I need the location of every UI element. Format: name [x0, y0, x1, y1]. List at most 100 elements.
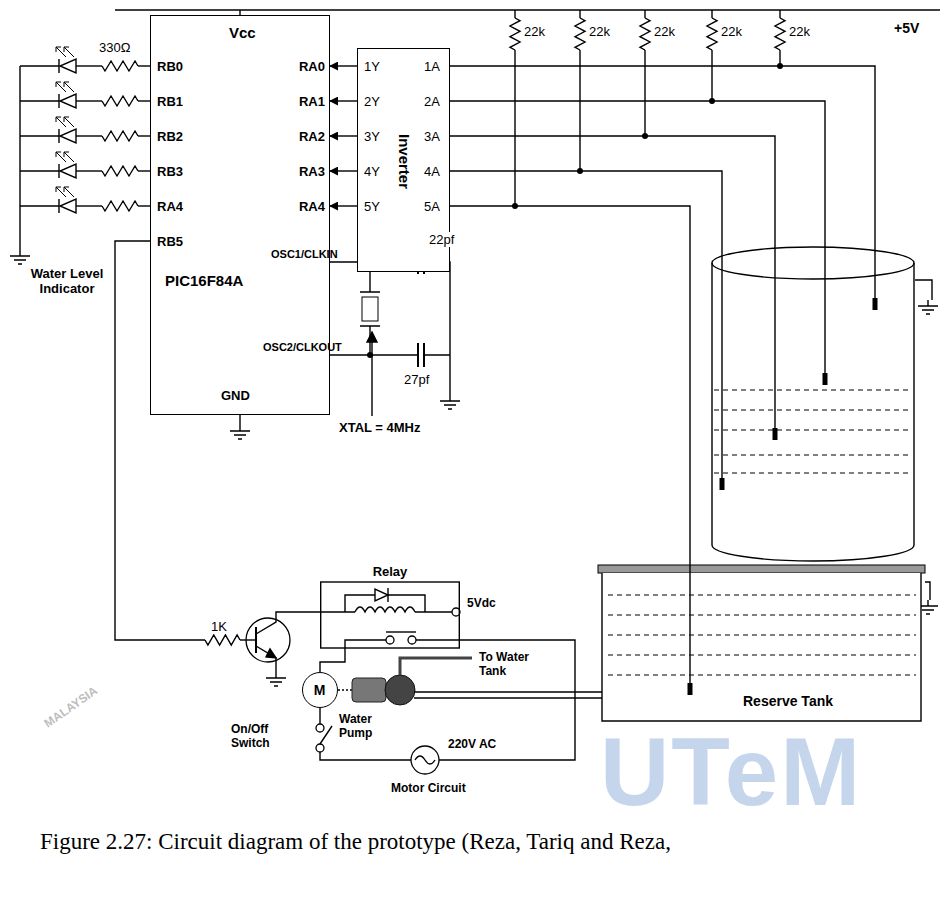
wire [256, 646, 276, 672]
signal-wire [450, 136, 775, 245]
wire [20, 65, 59, 66]
wire [138, 65, 150, 66]
signal-wire [330, 205, 357, 206]
signal-wire [450, 171, 722, 245]
pin-name: 2Y [364, 94, 380, 109]
resistor-value: 22k [588, 24, 611, 39]
shape [712, 247, 914, 279]
group-label: Water Level Indicator [22, 266, 112, 296]
resistor-symbol [102, 166, 138, 176]
wire [20, 205, 59, 206]
diode-symbol [387, 588, 388, 602]
wire [20, 135, 59, 136]
diode-symbol [375, 589, 388, 601]
resistor-symbol [205, 635, 240, 645]
pin-name: 1A [424, 59, 440, 74]
wire [76, 205, 102, 206]
motor-letter: M [303, 682, 336, 698]
ground-symbol [230, 425, 250, 439]
shape [688, 683, 693, 695]
relay-contact [386, 631, 416, 632]
shape [602, 573, 921, 721]
pin-name: 3Y [364, 129, 380, 144]
wire [256, 612, 355, 634]
wire [76, 65, 102, 66]
circuit-label: Motor Circuit [390, 781, 467, 795]
pin-name: RB5 [157, 234, 183, 249]
led-light-arrow [64, 82, 74, 92]
wire [20, 170, 59, 171]
reserve-tank: Reserve Tank [598, 565, 925, 722]
switch-terminal [316, 744, 324, 752]
wire [20, 100, 59, 101]
capacitor-value: 22pf [428, 232, 455, 247]
ground-bus [19, 66, 20, 250]
relay-box: Relay [320, 562, 460, 650]
shape [714, 390, 912, 473]
shape [689, 565, 690, 695]
watermark-text: UTeM [600, 722, 862, 822]
resistor-symbol [102, 131, 138, 141]
shape [722, 245, 875, 490]
microcontroller-chip: PIC16F84AVccGNDRB0RB1RB2RB3RA4RB5RA0RA1R… [150, 15, 330, 415]
chip-name: Inverter [396, 134, 413, 190]
transistor-arrow [266, 649, 276, 658]
pin-name: 5Y [364, 199, 380, 214]
pin-name: 3A [424, 129, 440, 144]
signal-wire [450, 101, 825, 245]
transistor-symbol [246, 618, 290, 662]
shape [712, 263, 914, 561]
transistor-symbol [255, 627, 257, 653]
pin-name: 4A [424, 164, 440, 179]
chip-name: PIC16F84A [165, 272, 243, 289]
wire [345, 595, 425, 612]
resistor-symbol [640, 18, 650, 50]
resistor-symbol [102, 61, 138, 71]
pin-name: OSC1/CLKIN [271, 248, 327, 261]
wire [779, 10, 780, 18]
ground-symbol [266, 672, 286, 686]
wire [514, 50, 515, 206]
supply-label: 5Vdc [466, 596, 497, 610]
figure-caption: Figure 2.27: Circuit diagram of the prot… [40, 828, 920, 856]
wire [514, 10, 515, 18]
pin-name: RA2 [287, 129, 325, 144]
shape [722, 298, 875, 490]
wire [76, 170, 102, 171]
signal-wire [330, 170, 357, 171]
shape [608, 595, 916, 675]
pin-name: 4Y [364, 164, 380, 179]
wire [319, 708, 320, 724]
pin-name: RA3 [287, 164, 325, 179]
wire [239, 415, 240, 425]
pin-name: RA1 [287, 94, 325, 109]
resistor-value: 330Ω [98, 40, 131, 55]
shape [598, 565, 925, 573]
pump-housing [385, 675, 415, 705]
wire [138, 170, 150, 171]
signal-wire [330, 100, 357, 101]
resistor-value: 22k [653, 24, 676, 39]
wire [76, 135, 102, 136]
resistor-value: 22k [720, 24, 743, 39]
wire [138, 100, 150, 101]
outlet-pipe [400, 658, 472, 675]
ground-symbol [440, 395, 460, 409]
wire [415, 611, 452, 612]
ground-symbol [918, 300, 938, 314]
led-symbol [60, 59, 76, 73]
resistor-symbol [510, 18, 520, 50]
pin-name: RB2 [157, 129, 183, 144]
signal-wire [330, 65, 357, 66]
wire [644, 50, 645, 136]
pin-name: RB0 [157, 59, 183, 74]
pin-name: RB3 [157, 164, 183, 179]
wire [330, 262, 450, 395]
led-symbol [60, 199, 76, 213]
wire [711, 50, 712, 101]
source-label: 220V AC [447, 737, 497, 751]
relay-contact [408, 636, 416, 644]
switch-label: On/Off Switch [230, 722, 308, 750]
led-light-arrow [64, 152, 74, 162]
pin-name: OSC2/CLKOUT [263, 341, 327, 354]
